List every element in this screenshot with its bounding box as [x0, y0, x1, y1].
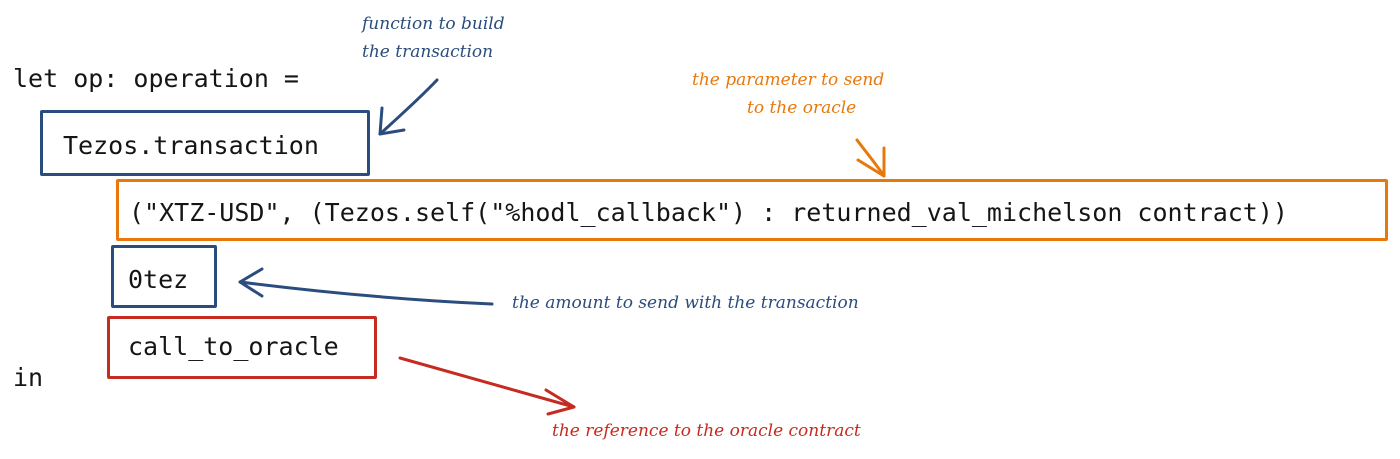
amount-arrow — [238, 267, 494, 306]
code-transaction: Tezos.transaction — [63, 131, 319, 160]
code-target: call_to_oracle — [128, 332, 339, 361]
code-parameter: ("XTZ-USD", (Tezos.self("%hodl_callback"… — [129, 198, 1288, 227]
parameter-arrow — [855, 138, 886, 178]
amount-annotation: the amount to send with the transaction — [512, 293, 859, 313]
code-line-in: in — [13, 363, 44, 392]
target-box: call_to_oracle — [107, 316, 377, 379]
amount-box: 0tez — [111, 245, 217, 308]
function-arrow — [378, 78, 439, 136]
reference-arrow — [398, 356, 576, 416]
code-line-let: let op: operation = — [13, 64, 299, 93]
parameter-box: ("XTZ-USD", (Tezos.self("%hodl_callback"… — [116, 179, 1388, 241]
function-annotation-line2: the transaction — [362, 42, 494, 62]
parameter-annotation-line2: to the oracle — [747, 98, 857, 118]
reference-annotation: the reference to the oracle contract — [552, 421, 861, 441]
code-amount: 0tez — [128, 265, 189, 294]
parameter-annotation-line1: the parameter to send — [692, 70, 885, 90]
function-annotation-line1: function to build — [362, 14, 505, 34]
transaction-box: Tezos.transaction — [40, 110, 370, 176]
